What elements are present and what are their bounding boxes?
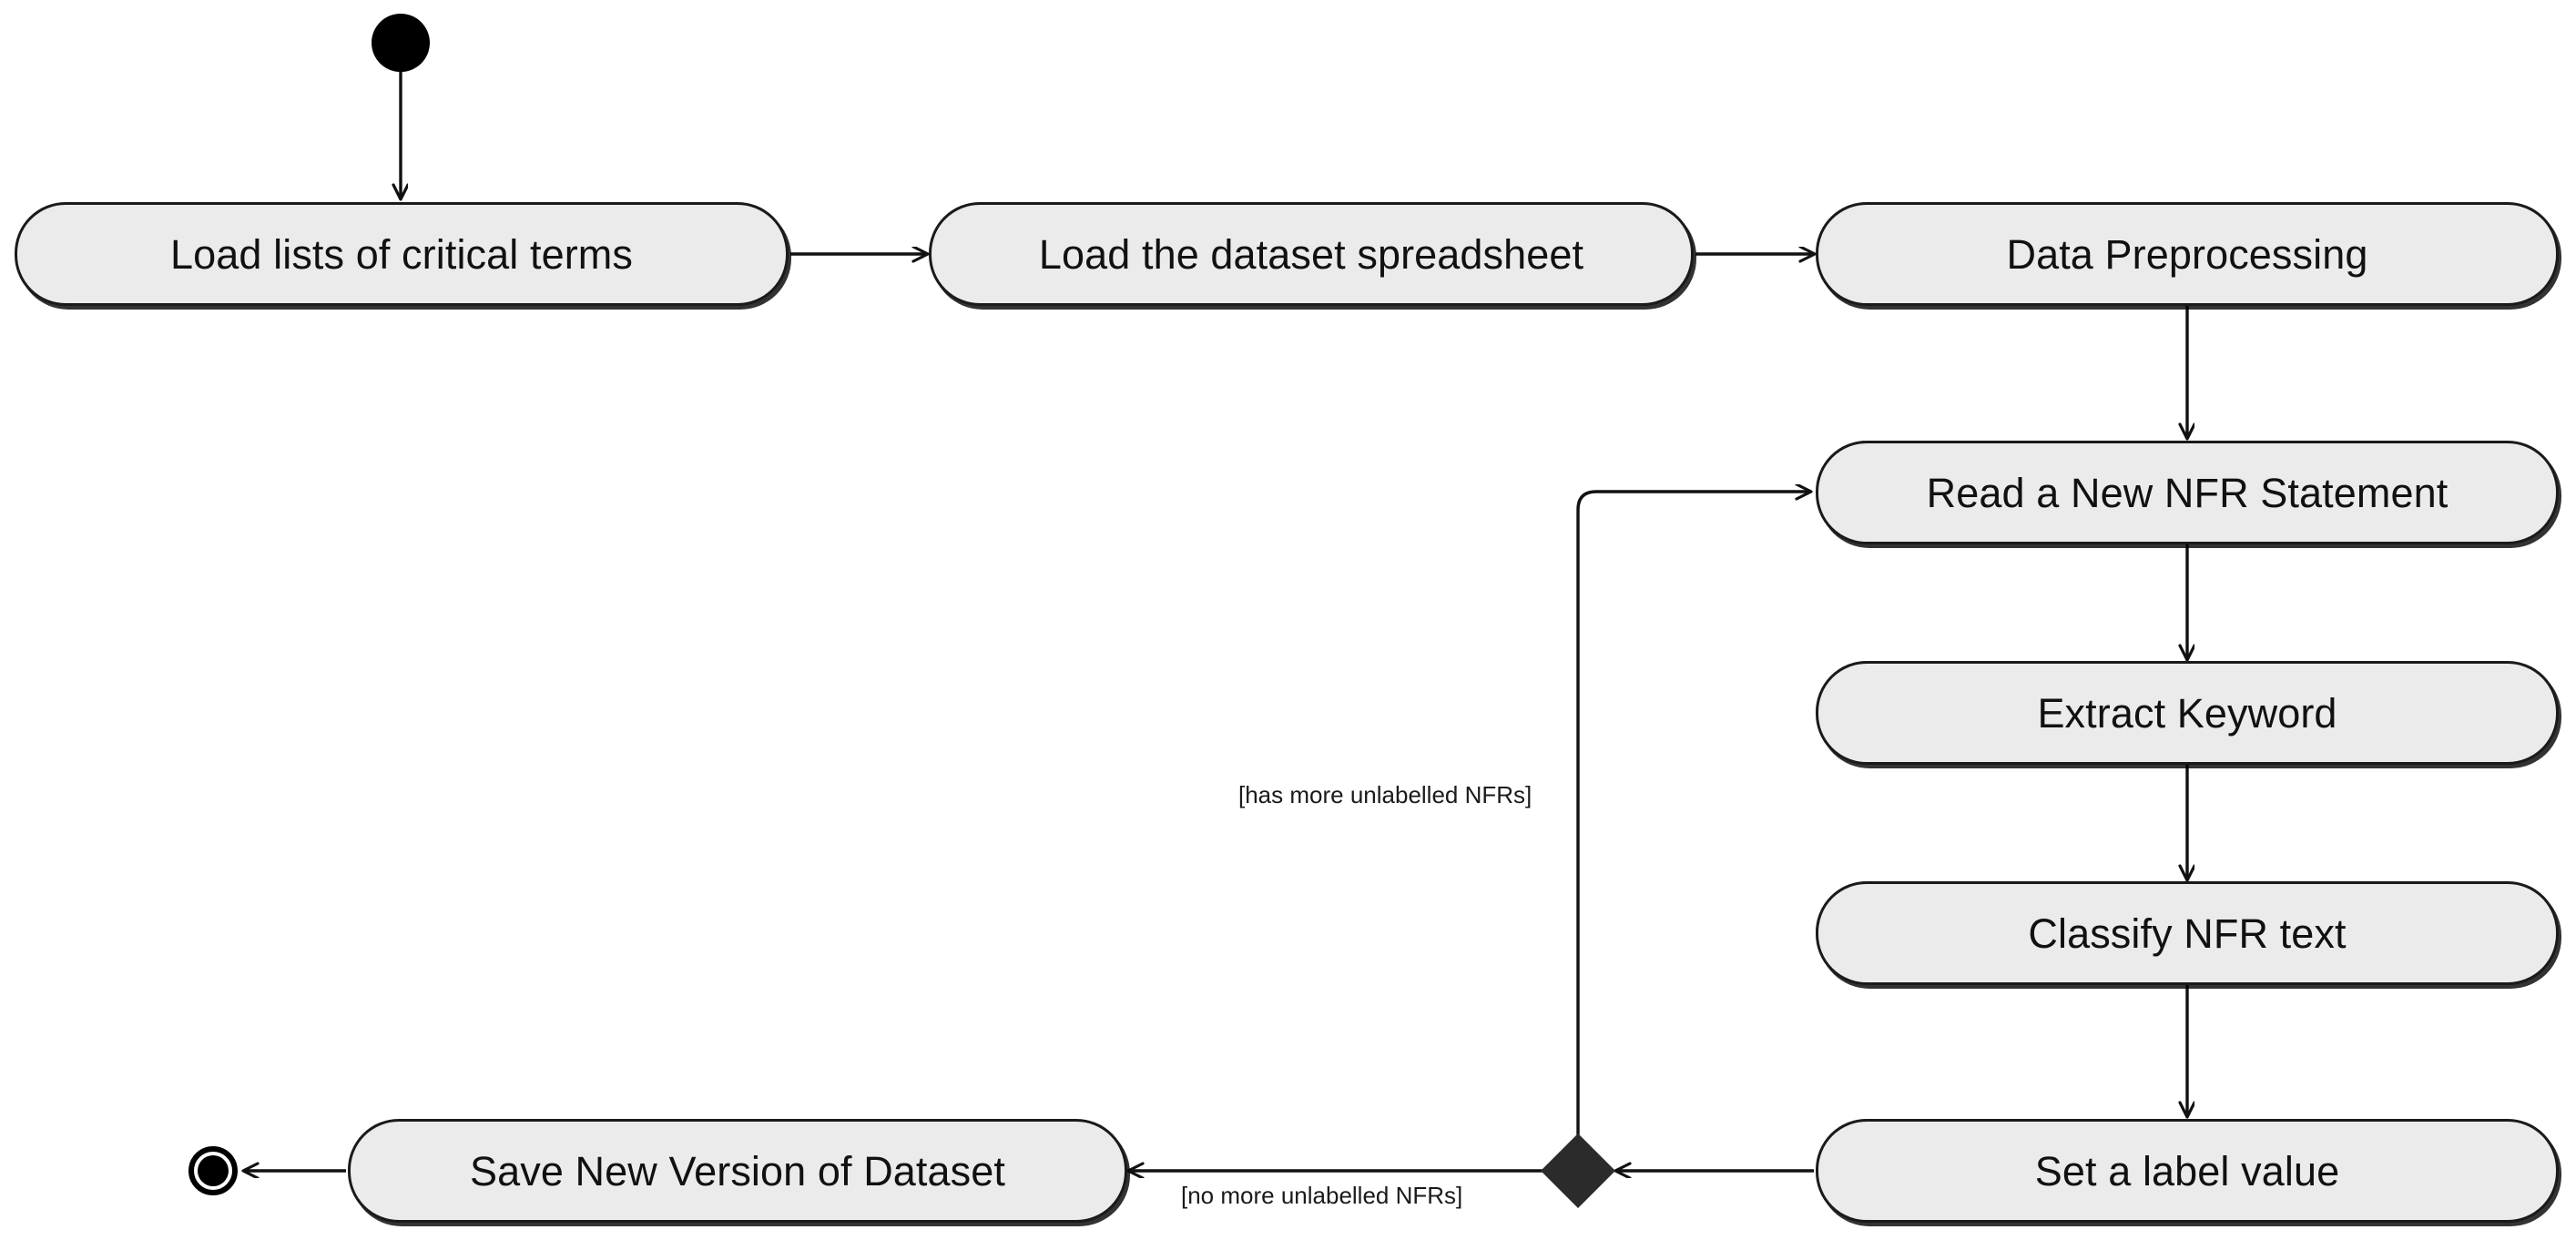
edge-decision-to-read-nfr-loop: [1576, 492, 1810, 1142]
action-node-load-dataset-spreadsheet[interactable]: Load the dataset spreadsheet: [929, 202, 1694, 306]
action-label-load-dataset-spreadsheet: Load the dataset spreadsheet: [1038, 230, 1584, 278]
initial-node: [372, 14, 430, 72]
action-node-read-new-nfr-statement[interactable]: Read a New NFR Statement: [1816, 441, 2559, 544]
decision-node[interactable]: [1540, 1133, 1616, 1209]
action-node-save-new-version-of-dataset[interactable]: Save New Version of Dataset: [348, 1119, 1127, 1223]
action-node-load-critical-terms[interactable]: Load lists of critical terms: [15, 202, 789, 306]
action-label-data-preprocessing: Data Preprocessing: [2006, 230, 2368, 278]
action-label-load-critical-terms: Load lists of critical terms: [170, 230, 633, 278]
action-node-data-preprocessing[interactable]: Data Preprocessing: [1816, 202, 2559, 306]
final-node-center: [198, 1155, 229, 1186]
action-label-read-new-nfr-statement: Read a New NFR Statement: [1926, 469, 2449, 516]
action-label-set-label-value: Set a label value: [2034, 1147, 2340, 1194]
final-node: [188, 1146, 238, 1195]
action-label-extract-keyword: Extract Keyword: [2037, 689, 2337, 737]
guard-label-no-more-unlabelled-nfrs: [no more unlabelled NFRs]: [1181, 1182, 1463, 1209]
action-label-classify-nfr-text: Classify NFR text: [2028, 910, 2347, 957]
action-node-extract-keyword[interactable]: Extract Keyword: [1816, 661, 2559, 765]
action-label-save-new-version-of-dataset: Save New Version of Dataset: [469, 1147, 1005, 1194]
guard-label-has-more-unlabelled-nfrs: [has more unlabelled NFRs]: [1238, 781, 1532, 808]
action-node-set-label-value[interactable]: Set a label value: [1816, 1119, 2559, 1223]
action-node-classify-nfr-text[interactable]: Classify NFR text: [1816, 881, 2559, 985]
